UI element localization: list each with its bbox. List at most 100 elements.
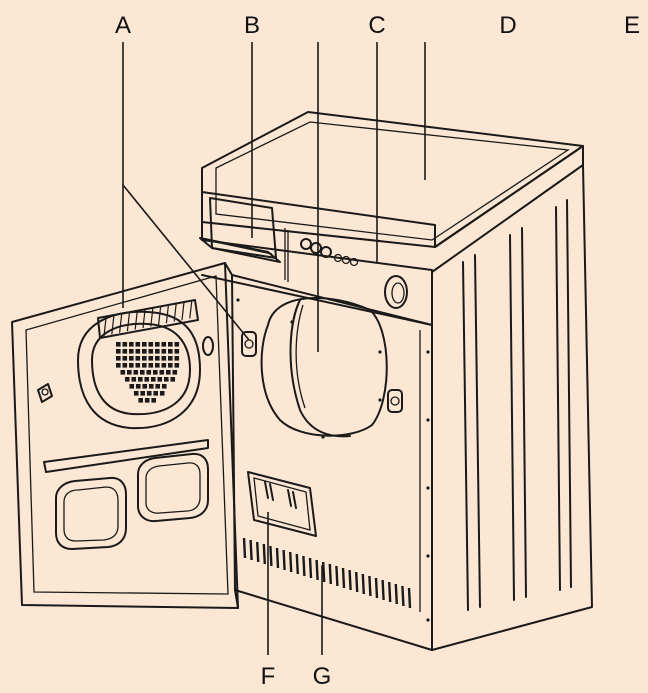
mesh-cell: [116, 356, 121, 361]
mesh-cell: [153, 391, 159, 396]
vent-slot: [242, 537, 247, 559]
label-d: D: [499, 12, 516, 39]
indicator-1: [333, 253, 343, 263]
filter-rib: [126, 313, 130, 332]
filter-rib: [103, 317, 107, 337]
filter-rib: [134, 311, 138, 330]
button-1: [300, 238, 312, 250]
door-pocket-right: [137, 452, 209, 523]
indicator-2: [341, 255, 351, 265]
fluff-filter-mesh: [116, 342, 180, 403]
filter-rib: [142, 309, 146, 329]
mesh-cell: [148, 363, 154, 368]
vent-slot: [282, 549, 286, 571]
mesh-cell: [139, 370, 145, 375]
mesh-cell: [135, 356, 141, 361]
mesh-cell: [146, 391, 152, 396]
rivet: [426, 554, 430, 558]
mesh-cell: [142, 384, 148, 389]
mesh-cell: [124, 377, 130, 382]
mesh-cell: [163, 377, 169, 382]
vent-slot: [315, 559, 319, 581]
panel-top-edge: [201, 191, 436, 248]
mesh-cell: [159, 370, 165, 375]
mesh-cell: [155, 356, 160, 361]
mesh-cell: [168, 356, 173, 361]
mesh-cell: [157, 377, 163, 382]
door-inner: [25, 275, 229, 595]
mesh-cell: [148, 342, 154, 347]
mesh-cell: [122, 363, 128, 368]
fluff-filter-top: [97, 299, 199, 339]
control-panel: [284, 228, 408, 309]
vent-slot: [328, 563, 332, 585]
mesh-cell: [144, 377, 150, 382]
vent-slot: [256, 541, 260, 563]
mesh-cell: [129, 342, 134, 347]
filter-rib: [173, 303, 177, 322]
mesh-cell: [148, 349, 154, 354]
panel-side: [431, 145, 584, 273]
label-g: G: [313, 663, 332, 690]
mesh-cell: [122, 349, 128, 354]
label-b: B: [244, 12, 260, 39]
mesh-cell: [129, 349, 134, 354]
mesh-cell: [142, 363, 147, 368]
top-inner-edge: [215, 121, 570, 241]
mesh-cell: [174, 363, 180, 368]
mesh-cell: [131, 377, 137, 382]
mesh-cell: [135, 363, 141, 368]
filter-rib: [150, 308, 154, 327]
open-door: [11, 262, 239, 609]
vent-slot: [407, 587, 412, 609]
mesh-cell: [174, 342, 180, 347]
mesh-cell: [168, 363, 173, 368]
mesh-cell: [159, 391, 165, 396]
filter-housing: [77, 310, 201, 430]
mesh-cell: [146, 370, 152, 375]
button-2: [310, 242, 322, 254]
vent-slot: [401, 585, 405, 607]
vent-slot: [381, 579, 385, 601]
mesh-cell: [142, 356, 147, 361]
mesh-cell: [133, 370, 139, 375]
mesh-cell: [155, 349, 160, 354]
vent-slot: [295, 553, 299, 575]
mesh-cell: [148, 356, 154, 361]
mesh-cell: [155, 384, 161, 389]
mesh-cell: [135, 384, 141, 389]
door-bar: [43, 439, 209, 473]
button-3: [320, 246, 332, 258]
mesh-cell: [142, 349, 147, 354]
vent-slot: [388, 581, 392, 603]
pointer-a-catch: [122, 184, 250, 341]
mesh-cell: [174, 356, 180, 361]
mesh-cell: [161, 384, 167, 389]
mesh-cell: [116, 349, 121, 354]
mesh-cell: [142, 342, 147, 347]
side-groove-3: [555, 199, 572, 591]
mesh-cell: [129, 363, 134, 368]
door-latch: [387, 389, 403, 413]
filter-rib: [111, 316, 115, 335]
mesh-cell: [138, 398, 143, 403]
side-groove-1: [462, 254, 481, 611]
mesh-cell: [126, 370, 132, 375]
vent-slot: [361, 573, 365, 595]
vent-slot: [368, 575, 372, 597]
vent-slot: [269, 545, 273, 567]
mesh-cell: [120, 370, 126, 375]
vent-slot: [322, 561, 326, 583]
mesh-cell: [151, 398, 156, 403]
rivet: [426, 486, 430, 490]
mesh-cell: [137, 377, 143, 382]
mesh-cell: [170, 377, 176, 382]
top-surface: [201, 111, 584, 248]
mesh-cell: [116, 363, 121, 368]
label-e: E: [624, 12, 640, 39]
mesh-cell: [150, 377, 156, 382]
door-catch: [241, 331, 257, 357]
control-panel-front: [201, 191, 433, 326]
